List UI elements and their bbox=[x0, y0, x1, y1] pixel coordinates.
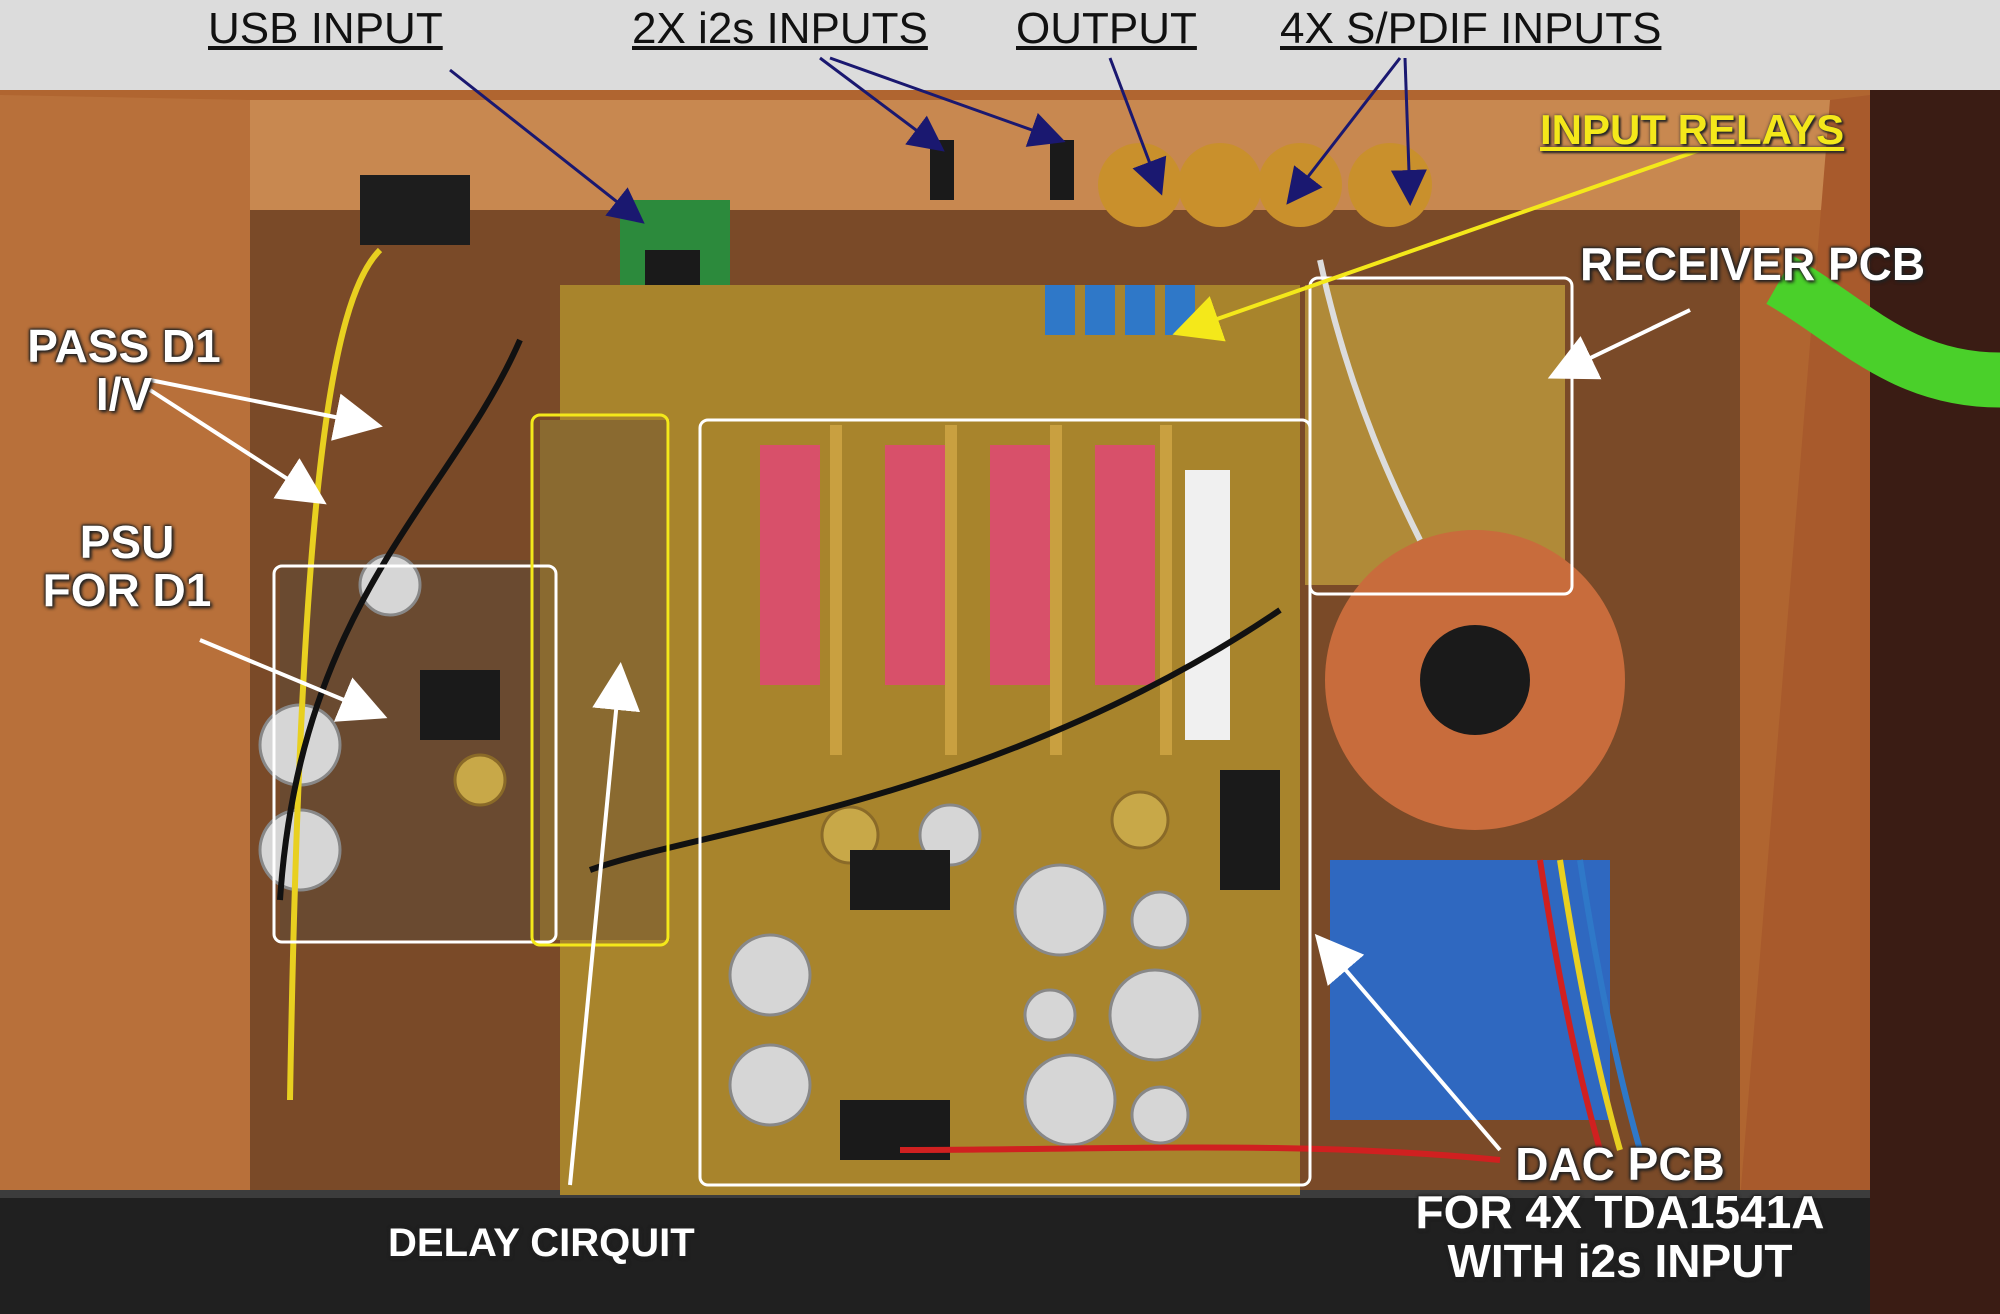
delay-circuit-label: DELAY CIRQUIT bbox=[388, 1221, 695, 1265]
receiver-arrow bbox=[1547, 308, 1691, 380]
psu-line2: FOR D1 bbox=[42, 564, 212, 617]
receiver-pcb-label: RECEIVER PCB bbox=[1580, 238, 1926, 290]
usb-input-label: USB INPUT bbox=[208, 4, 443, 53]
delay-box bbox=[530, 413, 670, 947]
dac-arrow bbox=[1314, 933, 1502, 1152]
relays-arrow bbox=[1172, 148, 1701, 342]
delay-arrow bbox=[568, 662, 641, 1186]
pass-d1-line1: PASS D1 bbox=[27, 320, 221, 372]
input-relays-label: INPUT RELAYS bbox=[1540, 106, 1845, 153]
usb-arrow bbox=[449, 68, 645, 224]
dac-line1: DAC PCB bbox=[1515, 1138, 1725, 1190]
pass-d1-label: PASS D1 I/V bbox=[14, 322, 234, 419]
output-label: OUTPUT bbox=[1016, 4, 1197, 53]
dac-line3: WITH i2s INPUT bbox=[1447, 1234, 1793, 1287]
i2s-inputs-label: 2X i2s INPUTS bbox=[632, 4, 928, 53]
pass-d1-line2: I/V bbox=[95, 368, 153, 421]
i2s-arrow-1 bbox=[819, 56, 945, 152]
psu-label: PSU FOR D1 bbox=[22, 518, 232, 615]
dac-line2: FOR 4X TDA1541A bbox=[1415, 1186, 1825, 1239]
spdif-inputs-label: 4X S/PDIF INPUTS bbox=[1280, 4, 1662, 53]
spdif-arrow-2 bbox=[1390, 57, 1427, 206]
dac-pcb-box bbox=[698, 418, 1312, 1187]
receiver-box bbox=[1308, 276, 1574, 596]
psu-line1: PSU bbox=[79, 516, 175, 568]
psu-arrow bbox=[199, 638, 388, 722]
output-arrow bbox=[1108, 57, 1167, 196]
psu-box bbox=[272, 564, 558, 944]
i2s-arrow-2 bbox=[829, 56, 1066, 147]
dac-pcb-label: DAC PCB FOR 4X TDA1541A WITH i2s INPUT bbox=[1370, 1140, 1870, 1285]
pass-arrow-1 bbox=[149, 378, 383, 441]
spdif-arrow-1 bbox=[1286, 57, 1402, 205]
pass-arrow-2 bbox=[148, 388, 327, 505]
